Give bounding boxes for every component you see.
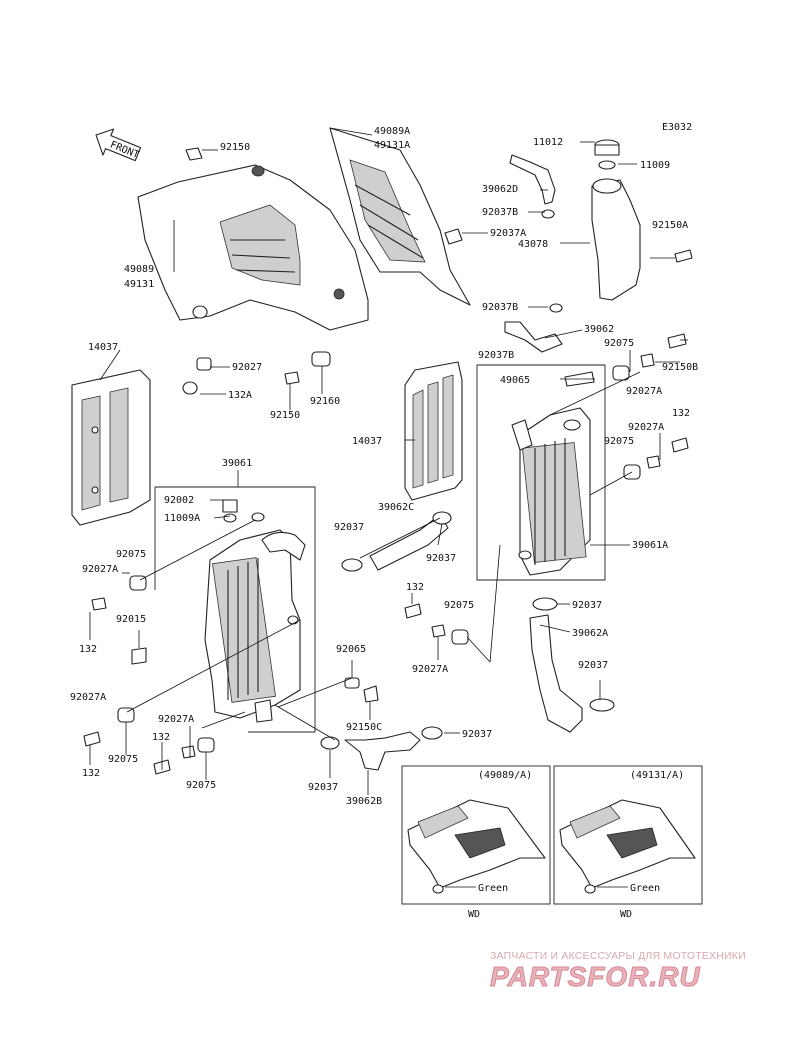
label-92002: 92002 — [164, 495, 194, 506]
inset-right-note: Green — [630, 883, 660, 894]
label-39061A: 39061A — [632, 540, 668, 551]
label-49065: 49065 — [500, 375, 530, 386]
inset-left: (49089/A) Green WD — [401, 765, 551, 920]
shroud-right — [329, 127, 471, 306]
label-92027: 92027 — [232, 362, 262, 373]
label-92027A-r2: 92027A — [628, 422, 664, 433]
watermark: ЗАПЧАСТИ И АКСЕССУАРЫ ДЛЯ МОТОТЕХНИКИ PA… — [490, 950, 790, 992]
inset-left-title: (49089/A) — [478, 770, 532, 781]
radiator-guard-center — [404, 361, 463, 501]
label-92150C: 92150C — [346, 722, 382, 733]
watermark-brand: PARTSFOR.RU — [490, 961, 701, 992]
inset-left-caption: WD — [468, 909, 480, 920]
label-39062C: 39062C — [378, 502, 414, 513]
label-39062D: 39062D — [482, 184, 518, 195]
shroud-left — [137, 164, 369, 331]
label-92150-mid: 92150 — [270, 410, 300, 421]
label-14037-center: 14037 — [352, 436, 382, 447]
label-49131A: 49131A — [374, 140, 410, 151]
label-39062A: 39062A — [572, 628, 608, 639]
label-92075-l2: 92075 — [108, 754, 138, 765]
watermark-tagline: ЗАПЧАСТИ И АКСЕССУАРЫ ДЛЯ МОТОТЕХНИКИ — [490, 950, 746, 962]
label-11012: 11012 — [533, 137, 563, 148]
label-92037A-a: 92037A — [490, 228, 526, 239]
inset-right: (49131/A) Green WD — [553, 765, 703, 920]
label-92075-r1: 92075 — [604, 338, 634, 349]
radiator-right-frame — [476, 364, 606, 581]
label-92150-top: 92150 — [220, 142, 250, 153]
label-92065: 92065 — [336, 644, 366, 655]
label-92027A-l2: 92027A — [70, 692, 106, 703]
hose-39062A — [529, 614, 583, 733]
label-39062: 39062 — [584, 324, 614, 335]
label-132-l2: 132 — [82, 768, 100, 779]
label-49131: 49131 — [124, 279, 154, 290]
label-43078: 43078 — [518, 239, 548, 250]
label-92075-l1: 92075 — [116, 549, 146, 560]
label-92037B-b: 92037B — [482, 302, 518, 313]
label-92037-r1: 92037 — [572, 600, 602, 611]
reservoir-tank — [444, 139, 693, 353]
part-labels: 92150 49089A 49131A 11012 11009 39062D 9… — [70, 126, 698, 807]
label-92075-r2: 92075 — [604, 436, 634, 447]
label-92027A-l1: 92027A — [82, 564, 118, 575]
label-92037-c2: 92037 — [426, 553, 456, 564]
label-92037B-a: 92037B — [482, 207, 518, 218]
label-92027A-l3: 92027A — [158, 714, 194, 725]
label-14037-left: 14037 — [88, 342, 118, 353]
label-132A: 132A — [228, 390, 252, 401]
radiator-left-frame — [154, 486, 316, 733]
leader-lines — [89, 127, 688, 795]
label-92037-b1: 92037 — [462, 729, 492, 740]
label-92015: 92015 — [116, 614, 146, 625]
label-92037-r2: 92037 — [578, 660, 608, 671]
label-92037-c1: 92037 — [334, 522, 364, 533]
label-92037-b2: 92037 — [308, 782, 338, 793]
label-92150B: 92150B — [662, 362, 698, 373]
inset-right-caption: WD — [620, 909, 632, 920]
label-49089: 49089 — [124, 264, 154, 275]
label-92075-l3: 92075 — [186, 780, 216, 791]
label-39062B: 39062B — [346, 796, 382, 807]
label-92037B-c: 92037B — [478, 350, 514, 361]
label-92150A: 92150A — [652, 220, 688, 231]
label-49089A: 49089A — [374, 126, 410, 137]
label-132-l1: 132 — [79, 644, 97, 655]
label-132-center: 132 — [406, 582, 424, 593]
radiator-right — [511, 407, 591, 576]
hose-39062C — [369, 514, 449, 571]
label-92075-center: 92075 — [444, 600, 474, 611]
front-arrow-icon: FRONT — [95, 128, 142, 162]
label-92160: 92160 — [310, 396, 340, 407]
diagram-code: E3032 — [662, 122, 692, 133]
label-11009A: 11009A — [164, 513, 200, 524]
label-11009: 11009 — [640, 160, 670, 171]
radiator-guard-left — [71, 369, 151, 526]
label-92027A-center: 92027A — [412, 664, 448, 675]
label-132-l3: 132 — [152, 732, 170, 743]
label-132-right: 132 — [672, 408, 690, 419]
hose-39062B — [344, 731, 421, 771]
label-39061: 39061 — [222, 458, 252, 469]
inset-right-title: (49131/A) — [630, 770, 684, 781]
inset-left-note: Green — [478, 883, 508, 894]
radiator-left — [204, 499, 306, 723]
label-92027A-r1: 92027A — [626, 386, 662, 397]
